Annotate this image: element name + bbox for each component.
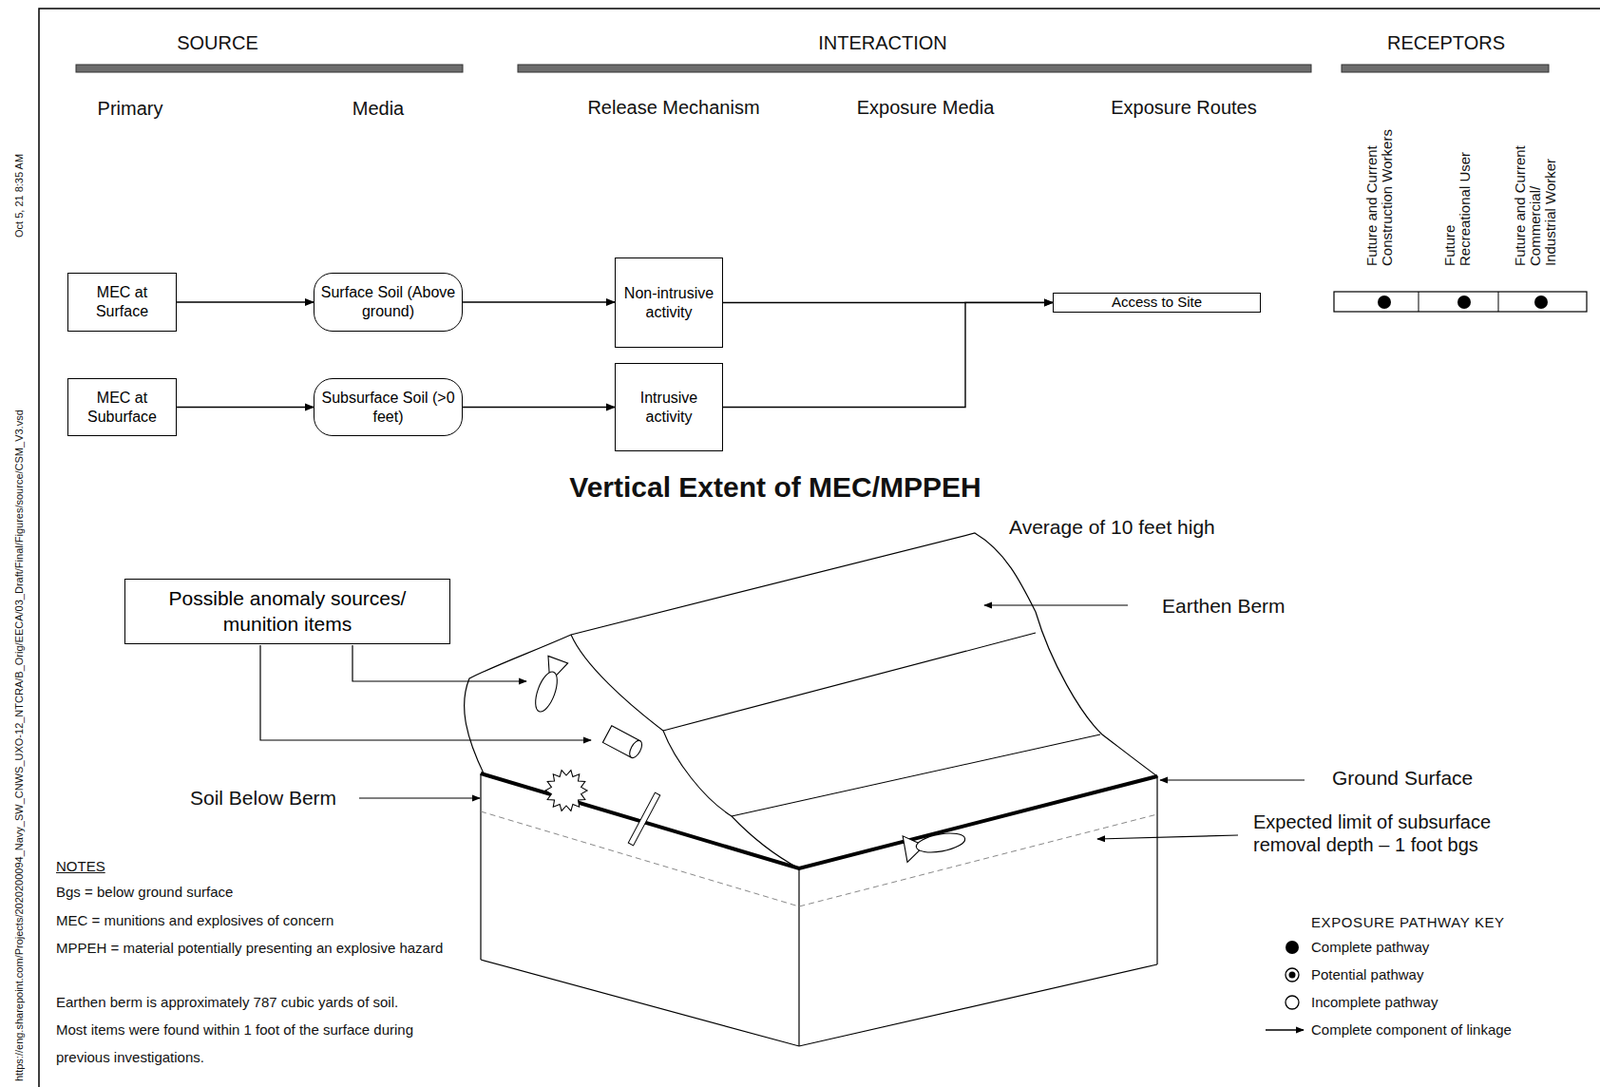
rod-item	[628, 792, 660, 846]
legend-text: Incomplete pathway	[1311, 993, 1438, 1011]
callout-box: Possible anomaly sources/ munition items	[124, 578, 451, 645]
part-label: Expected limit of subsurface removal dep…	[1253, 810, 1548, 857]
section-header: SOURCE	[176, 31, 259, 55]
potential-pathway-symbol	[1285, 968, 1299, 982]
node-text: Surface Soil (Above ground)	[320, 283, 457, 322]
source-box: MEC at Suburface	[67, 378, 177, 437]
leader-line	[984, 604, 1128, 606]
column-header: Media	[352, 96, 404, 120]
block-edge	[1156, 776, 1158, 965]
cylinder-item	[602, 725, 645, 761]
note: Bgs = below ground surface	[56, 877, 233, 906]
dimension-label: Average of 10 feet high	[1009, 514, 1216, 539]
print-date: Oct 5, 21 8:35 AM	[13, 153, 26, 238]
flow-arrow	[723, 302, 1053, 407]
legend-text: Potential pathway	[1311, 966, 1424, 984]
header-bar	[1341, 64, 1549, 73]
column-header: Exposure Media	[857, 95, 995, 119]
notes-heading: NOTES	[56, 857, 106, 876]
column-header: Primary	[97, 96, 164, 120]
header-bar	[517, 64, 1312, 73]
block-edge	[479, 773, 481, 960]
note: MPPEH = material potentially presenting …	[56, 933, 475, 962]
note: Most items were found within 1 foot of t…	[56, 1015, 437, 1071]
leader-line	[352, 645, 527, 682]
node-text: Non-intrusive activity	[621, 284, 717, 323]
node-text: Subsurface Soil (>0 feet)	[320, 388, 457, 427]
header-bar	[76, 64, 463, 73]
flow-arrow	[176, 406, 314, 408]
bomb-body	[531, 668, 562, 715]
legend-samples	[1265, 940, 1304, 1030]
complete-pathway-dot	[1377, 295, 1391, 309]
complete-pathway-dot	[1457, 295, 1471, 309]
legend-heading: EXPOSURE PATHWAY KEY	[1311, 914, 1505, 932]
potential-pathway-symbol	[1289, 971, 1296, 979]
node-text: Intrusive activity	[621, 388, 717, 427]
media-box: Subsurface Soil (>0 feet)	[313, 378, 463, 437]
receptor-row	[1333, 291, 1587, 312]
section-header: INTERACTION	[818, 31, 948, 55]
release-mechanism-box: Intrusive activity	[614, 362, 724, 452]
legend-sample	[1285, 995, 1299, 1010]
receptor-label: Future and Current Commercial/ Industria…	[1512, 133, 1559, 267]
note: Earthen berm is approximately 787 cubic …	[56, 988, 399, 1016]
legend-text: Complete pathway	[1311, 938, 1429, 956]
linkage-arrow-symbol	[1265, 1028, 1304, 1030]
leader-line	[1097, 835, 1239, 839]
complete-pathway-symbol	[1285, 940, 1299, 954]
leader-line	[260, 645, 591, 741]
flow-arrow	[462, 406, 615, 408]
part-label: Soil Below Berm	[190, 785, 337, 810]
block-edge	[798, 868, 800, 1047]
bomb-item	[902, 825, 968, 863]
block-edge	[480, 959, 1158, 1047]
starburst-item	[545, 770, 588, 812]
section-header: RECEPTORS	[1387, 31, 1505, 55]
incomplete-pathway-symbol	[1285, 995, 1299, 1010]
receptor-divider	[1498, 291, 1500, 312]
flow-arrow	[462, 301, 615, 303]
exposure-route-box: Access to Site	[1052, 292, 1261, 313]
starburst-outline	[545, 770, 588, 812]
bomb-body	[914, 830, 967, 857]
column-header: Release Mechanism	[587, 95, 760, 119]
cylinder-end	[627, 738, 645, 760]
note: MEC = munitions and explosives of concer…	[56, 906, 334, 934]
source-box: MEC at Surface	[67, 272, 177, 332]
node-text: Possible anomaly sources/ munition items	[131, 586, 444, 637]
flow-arrow	[176, 301, 314, 303]
earthen-berm	[464, 533, 1158, 869]
media-box: Surface Soil (Above ground)	[313, 272, 463, 332]
page-frame	[38, 8, 1600, 1087]
node-text: MEC at Surface	[74, 283, 171, 322]
column-header: Exposure Routes	[1110, 95, 1257, 119]
receptor-label: Future Recreational User	[1442, 142, 1473, 267]
part-label: Ground Surface	[1332, 765, 1473, 790]
leader-line	[1160, 779, 1305, 781]
legend-text: Complete component of linkage	[1311, 1021, 1512, 1039]
legend-sample	[1285, 940, 1299, 954]
bomb-item	[529, 655, 569, 715]
complete-pathway-dot	[1534, 295, 1548, 309]
release-mechanism-box: Non-intrusive activity	[614, 257, 724, 348]
legend-sample	[1265, 1029, 1304, 1031]
part-label: Earthen Berm	[1161, 593, 1286, 618]
receptor-label: Future and Current Construction Workers	[1364, 104, 1395, 267]
leader-line	[359, 797, 480, 799]
diagram-title: Vertical Extent of MEC/MPPEH	[569, 470, 981, 505]
berm-ridge	[663, 632, 1036, 731]
node-text: MEC at Suburface	[74, 388, 171, 427]
rod-body	[628, 792, 660, 846]
file-path: https://eng.sharepoint.com/Projects/2020…	[13, 409, 26, 1082]
receptor-divider	[1418, 291, 1420, 312]
legend-sample	[1285, 968, 1299, 982]
node-text: Access to Site	[1111, 293, 1202, 312]
